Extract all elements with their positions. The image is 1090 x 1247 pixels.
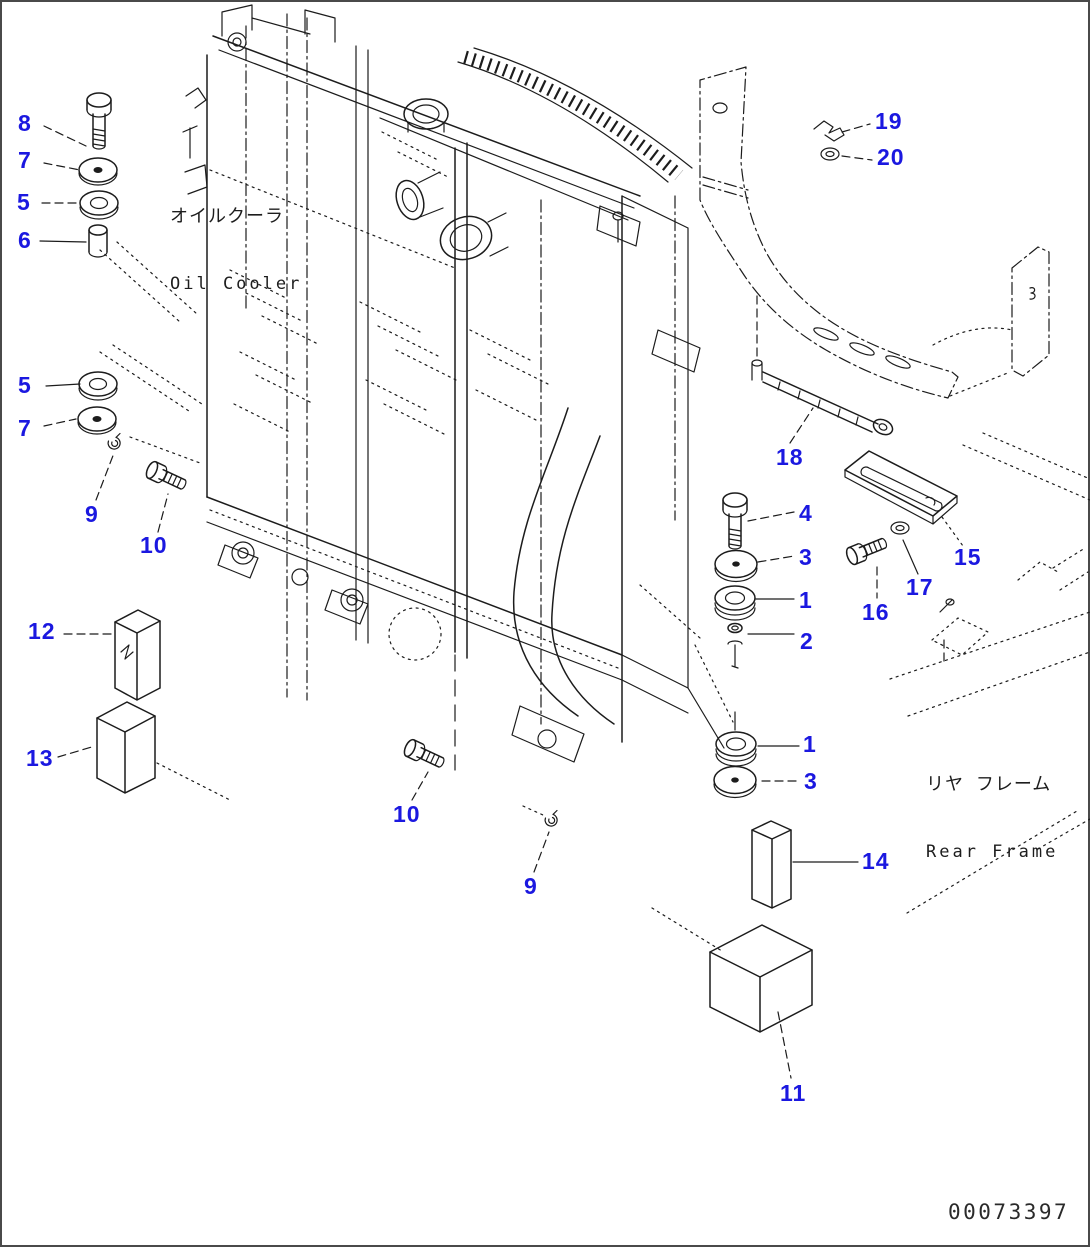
spacer-6-drawing — [88, 224, 108, 258]
oil-cooler-label-en: Oil Cooler — [170, 273, 303, 294]
washer-3-drawing — [714, 549, 758, 583]
box-11-drawing — [709, 924, 813, 1033]
callout-1-2[interactable]: 1 — [803, 731, 817, 757]
clip-9-drawing — [107, 432, 121, 450]
callout-20[interactable]: 20 — [877, 144, 905, 170]
grommet-1-drawing — [714, 585, 756, 621]
callout-9[interactable]: 9 — [85, 501, 99, 527]
callout-19[interactable]: 19 — [875, 108, 903, 134]
washer-20-drawing — [820, 147, 840, 161]
callout-2[interactable]: 2 — [800, 628, 814, 654]
nut-2-drawing — [727, 622, 743, 634]
callout-6[interactable]: 6 — [18, 227, 32, 253]
callout-18[interactable]: 18 — [776, 444, 804, 470]
callout-7[interactable]: 7 — [18, 147, 32, 173]
bolt-10-drawing — [143, 459, 190, 495]
plate-15-drawing — [844, 450, 958, 525]
strap-18-drawing — [762, 371, 879, 433]
callout-10-2[interactable]: 10 — [393, 801, 421, 827]
oil-cooler-assembly-drawing — [182, 4, 725, 771]
drawing-number: 00073397 — [948, 1200, 1070, 1224]
callout-7-2[interactable]: 7 — [18, 415, 32, 441]
washer-17-drawing — [890, 521, 910, 535]
callout-16[interactable]: 16 — [862, 599, 890, 625]
callout-13[interactable]: 13 — [26, 745, 54, 771]
bolt-8-drawing — [86, 92, 112, 150]
rear-frame-label-en: Rear Frame — [926, 841, 1059, 862]
callout-5-2[interactable]: 5 — [18, 372, 32, 398]
callout-11[interactable]: 11 — [780, 1080, 807, 1106]
rear-frame-label: リヤ フレーム Rear Frame — [926, 730, 1058, 907]
box-13-drawing — [96, 701, 156, 794]
callout-3-2[interactable]: 3 — [804, 768, 818, 794]
washer-7-drawing — [78, 157, 118, 186]
callout-5[interactable]: 5 — [17, 189, 31, 215]
clip-19-drawing — [813, 120, 845, 142]
callout-1[interactable]: 1 — [799, 587, 813, 613]
washer-5-drawing — [79, 190, 119, 220]
callout-15[interactable]: 15 — [954, 544, 982, 570]
bolt-16-drawing — [843, 533, 890, 567]
callout-3[interactable]: 3 — [799, 544, 813, 570]
rear-frame-label-jp: リヤ フレーム — [926, 774, 1052, 796]
box-14-drawing — [751, 820, 792, 909]
callout-17[interactable]: 17 — [906, 574, 934, 600]
callout-10[interactable]: 10 — [140, 532, 168, 558]
oil-cooler-label: オイルクーラ Oil Cooler — [170, 162, 302, 339]
bolt-4-drawing — [722, 492, 748, 550]
callout-14[interactable]: 14 — [862, 848, 890, 874]
callout-12[interactable]: 12 — [28, 618, 56, 644]
callout-9-2[interactable]: 9 — [524, 873, 538, 899]
box-12-drawing — [114, 609, 161, 701]
callout-8[interactable]: 8 — [18, 110, 32, 136]
callout-4[interactable]: 4 — [799, 500, 813, 526]
hardware-parts-drawing — [77, 92, 958, 1033]
oil-cooler-label-jp: オイルクーラ — [170, 206, 284, 228]
leader-lines — [39, 123, 964, 1079]
rear-frame-reference-drawing — [99, 66, 1090, 952]
